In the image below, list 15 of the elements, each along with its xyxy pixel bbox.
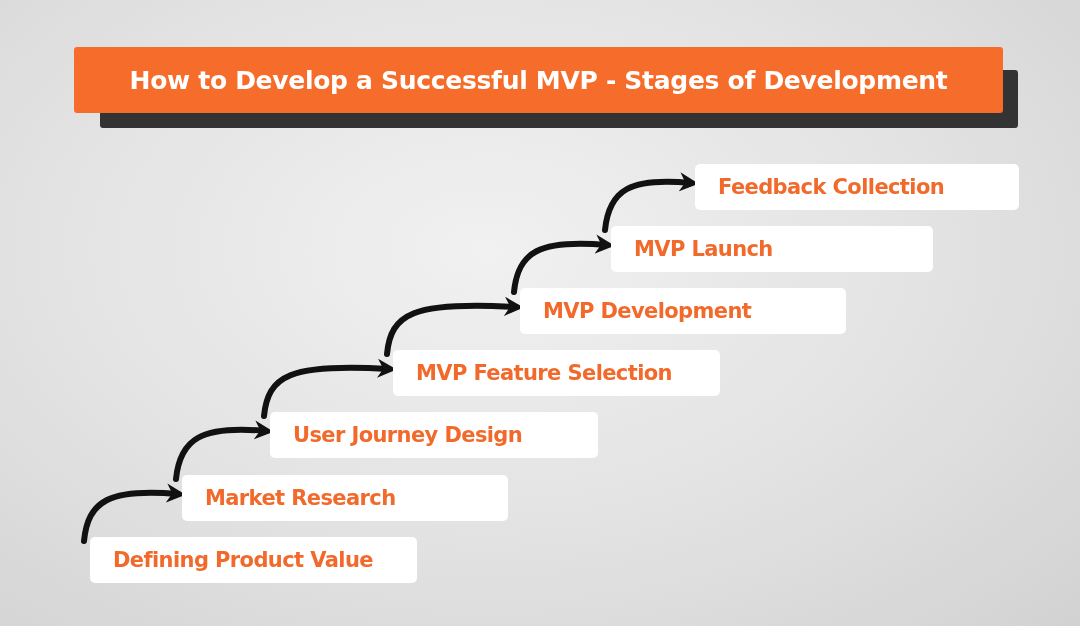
stage-label: MVP Launch [634,237,773,261]
stage-label: MVP Development [543,299,752,323]
stage-box [90,537,417,583]
title-text: How to Develop a Successful MVP - Stages of Development [129,65,948,95]
stage-box [270,412,598,458]
stage-label: User Journey Design [293,423,523,447]
stage-box [393,350,720,396]
stage-box [182,475,508,521]
stage-label: MVP Feature Selection [416,361,672,385]
stage-label: Defining Product Value [113,548,373,572]
stage-box [520,288,846,334]
stage-label: Market Research [205,486,396,510]
stage-box [611,226,933,272]
stage-box [695,164,1019,210]
stage-label: Feedback Collection [718,175,945,199]
